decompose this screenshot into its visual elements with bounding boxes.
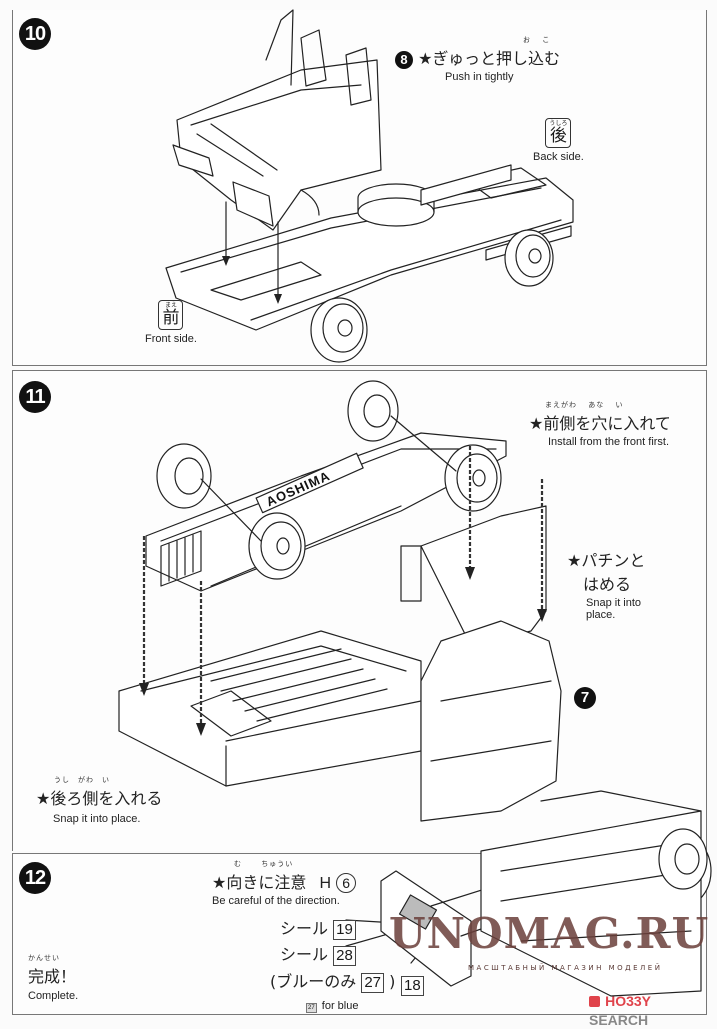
truck-bed (118, 630, 422, 787)
chassis-ribs (160, 530, 202, 587)
cab-inverted (420, 620, 562, 822)
insert-arrow-right (274, 221, 282, 304)
snap-jp-line2: はめる (583, 575, 632, 594)
seal-28-num: 28 (333, 946, 356, 966)
step-10-panel: 10 お こ 8 ★ぎゅっと押し込む Push in tightly うしろ 後… (12, 9, 707, 366)
dashed-arrow-2 (196, 581, 206, 736)
complete-label: かんせい 完成！ Complete. (28, 954, 78, 1002)
bed-slats (210, 648, 388, 722)
step-number-10: 10 (19, 18, 51, 50)
part-ref-7: 7 (574, 687, 596, 709)
front-axle (390, 415, 457, 472)
complete-en: Complete. (28, 990, 79, 1002)
hobby-search-logo: HO33Y SEARCH (589, 991, 706, 1029)
part-ref-8: 8 (395, 51, 413, 69)
back-kanji: 後 (549, 126, 567, 146)
seal-28-row: シール 28 (280, 941, 356, 966)
front-side-en: Front side. (145, 333, 197, 345)
seal-19-label: シール (280, 919, 329, 938)
blue-only-row: (ブルーのみ 27 ) (270, 968, 395, 993)
complete-ruby: かんせい (28, 954, 60, 962)
rear-wheel (504, 229, 554, 287)
blue-only-num: 27 (361, 973, 385, 993)
step-11-panel: AOSHIMA (12, 370, 712, 908)
wheel-rear-top (156, 443, 212, 509)
hobby-search-mark-icon (589, 996, 600, 1007)
rear-axle (200, 478, 262, 542)
back-kanji-box: うしろ 後 (545, 118, 572, 148)
brand-part2: SEARCH (589, 1012, 649, 1028)
back-side-label: うしろ 後 Back side. (533, 118, 584, 163)
snap-en-line2: place. (586, 609, 616, 621)
snap-instruction: ★パチンと はめる Snap it into place. (565, 547, 648, 621)
back-side-en: Back side. (533, 151, 584, 163)
for-blue-note: 27 for blue (306, 994, 358, 1013)
seal-28-label: シール (280, 945, 329, 964)
rear-in-ruby: うし がわ い (54, 776, 110, 784)
snap-jp-line1: ★パチンと (567, 551, 646, 570)
seal-19-row: シール 19 (280, 915, 356, 940)
for-blue-box: 27 (306, 1003, 317, 1013)
back-ruby: うしろ (549, 120, 568, 127)
front-first-ruby: まえがわ あな い (545, 401, 624, 409)
step-12-panel: 12 む ちゅうい ★向きに注意 H 6 Be careful of the d… (12, 810, 710, 1028)
rear-in-instruction: うし がわ い ★後ろ側を入れる Snap it into place. (36, 776, 162, 825)
snap-en-line1: Snap it into (586, 597, 642, 609)
front-first-en: Install from the front first. (548, 436, 670, 448)
step-number-12: 12 (19, 862, 51, 894)
push-instruction-jp: ★ぎゅっと押し込む (418, 49, 560, 68)
direction-en: Be careful of the direction. (212, 895, 340, 907)
front-first-instruction: まえがわ あな い ★前側を穴に入れて Install from the fro… (527, 401, 673, 448)
front-side-label: まえ 前 Front side. (145, 300, 197, 345)
rear-in-en: Snap it into place. (53, 813, 141, 825)
front-ruby: まえ (164, 302, 177, 309)
direction-instruction: む ちゅうい ★向きに注意 H 6 Be careful of the dire… (212, 860, 357, 907)
blue-only-close: ) (389, 972, 396, 991)
wheel-front-bottom (444, 444, 502, 512)
insert-arrow-left (222, 201, 230, 266)
direction-ruby: む ちゅうい (234, 860, 294, 868)
dashed-arrow-3 (465, 446, 475, 580)
dashed-arrow-4 (537, 479, 547, 622)
complete-jp: 完成！ (28, 967, 77, 986)
wheel-front-top (347, 380, 399, 442)
push-ruby: お こ (523, 36, 551, 44)
watermark-sub: МАСШТАБНЫЙ МАГАЗИН МОДЕЛЕЙ (468, 964, 663, 972)
push-instruction-en: Push in tightly (445, 71, 514, 83)
front-kanji-box: まえ 前 (158, 300, 184, 330)
step10-cab-chassis-diagram (165, 9, 574, 363)
truck-bed-rear (480, 810, 702, 997)
direction-part-letter: H (319, 875, 332, 892)
part-18-label: 18 (401, 976, 424, 996)
direction-jp: ★向きに注意 (212, 873, 307, 892)
step12-tailgate-diagram (345, 810, 708, 997)
direction-part-num: 6 (336, 873, 357, 893)
front-kanji: 前 (162, 308, 180, 328)
step12-wheel (658, 828, 708, 890)
push-instruction: お こ 8 ★ぎゅっと押し込む Push in tightly (395, 36, 560, 83)
step11-body-chassis-diagram: AOSHIMA (118, 380, 712, 908)
for-blue-en: for blue (321, 1000, 359, 1012)
watermark-main: UNOMAG.RU (389, 909, 710, 958)
front-wheel (310, 297, 368, 363)
step-number-11: 11 (19, 381, 51, 413)
front-first-jp: ★前側を穴に入れて (529, 414, 671, 433)
rear-in-jp: ★後ろ側を入れる (36, 789, 163, 808)
seal-19-num: 19 (333, 920, 356, 940)
brand-part1: HO33Y (605, 993, 652, 1009)
wheel-rear-bottom (248, 512, 306, 580)
dashed-arrow-1 (139, 536, 149, 696)
blue-only-open: (ブルーのみ (270, 972, 357, 991)
